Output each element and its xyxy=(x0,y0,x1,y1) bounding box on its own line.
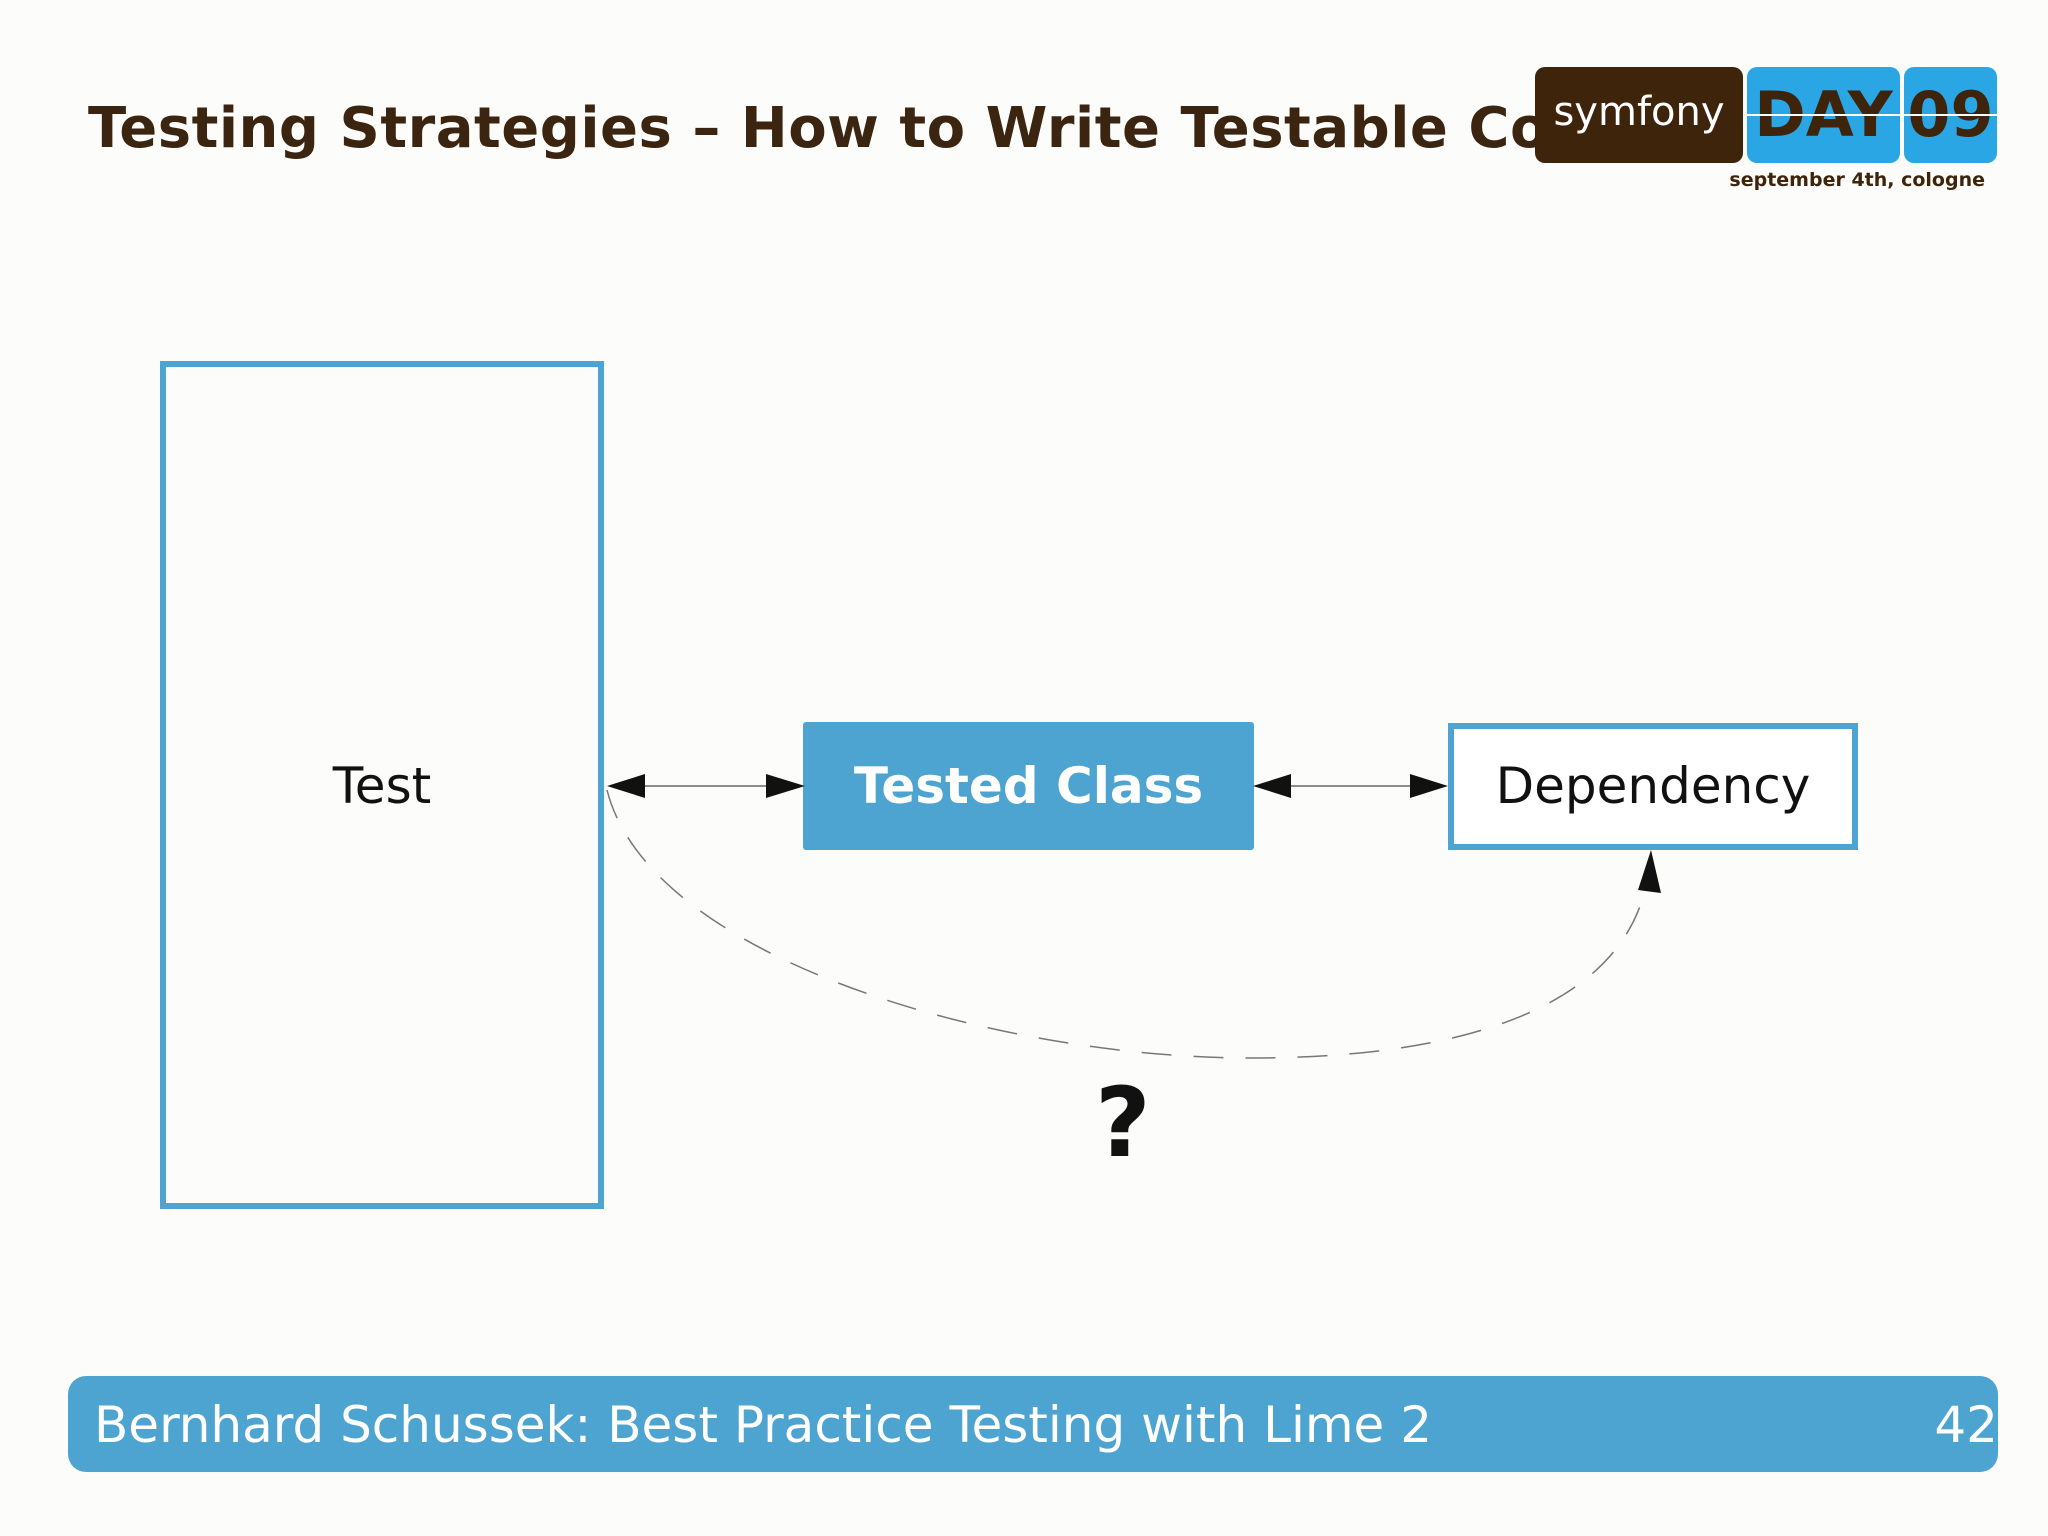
test-to-tested-class-arrow xyxy=(607,774,805,798)
tested-class-to-dependency-arrow xyxy=(1253,774,1448,798)
logo-timeline-rule xyxy=(1747,114,1997,116)
logo-brand: symfony xyxy=(1535,67,1743,163)
symfony-day-logo: symfony DAY 09 september 4th, cologne xyxy=(1535,67,1997,197)
test-node-label: Test xyxy=(332,757,432,815)
footer-presenter-talk: Bernhard Schussek: Best Practice Testing… xyxy=(94,1396,1433,1454)
dependency-node xyxy=(1448,723,1858,850)
page-number: 42 xyxy=(1934,1396,1998,1454)
test-node xyxy=(160,361,604,1209)
footer-bar xyxy=(68,1376,1998,1472)
question-mark: ? xyxy=(1095,1067,1151,1179)
tested-class-node-label: Tested Class xyxy=(853,757,1204,815)
logo-subtitle: september 4th, cologne xyxy=(1729,169,1985,191)
tested-class-node xyxy=(803,722,1254,850)
test-to-dependency-dashed-arrow xyxy=(606,789,1661,1059)
slide-title: Testing Strategies – How to Write Testab… xyxy=(88,96,1661,161)
dependency-node-label: Dependency xyxy=(1495,757,1811,815)
